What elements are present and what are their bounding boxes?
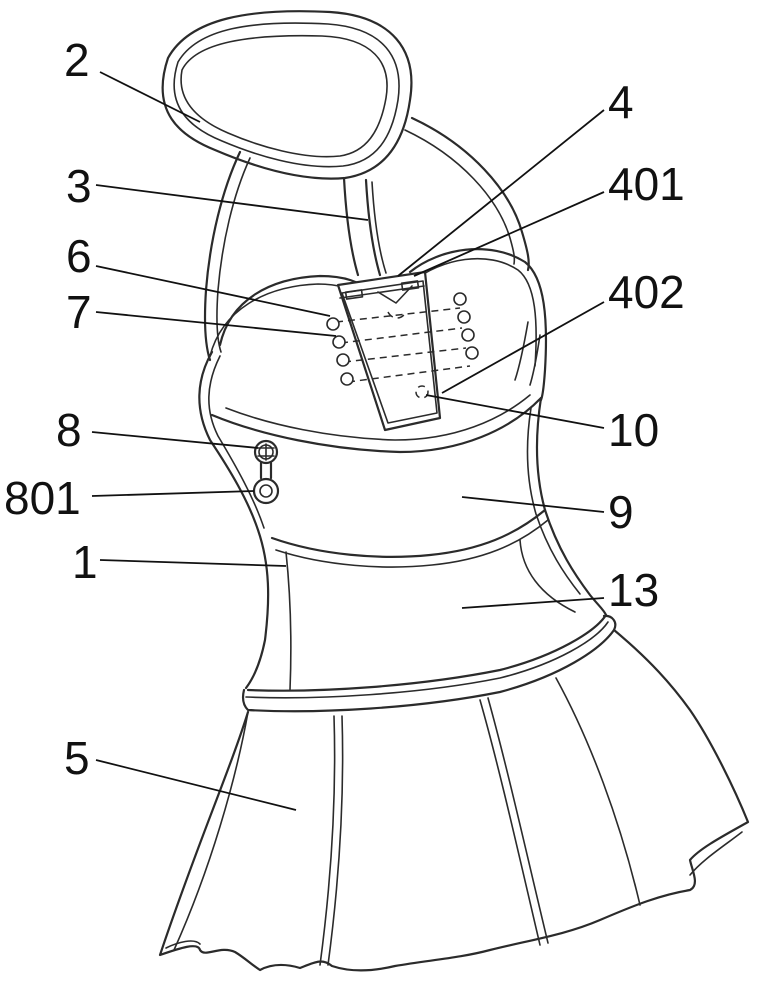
waist-band: [243, 615, 615, 711]
callout-labels: 2 3 4 401 6 7 402 8 10 801 9 1 13 5: [4, 34, 685, 784]
callout-10: 10: [608, 404, 659, 456]
chest-pocket: [336, 272, 470, 430]
callout-7: 7: [66, 286, 92, 338]
callout-402: 402: [608, 266, 685, 318]
neck-pillow: [163, 11, 412, 178]
skirt: [160, 630, 748, 971]
callout-9: 9: [608, 486, 634, 538]
side-control-unit: [254, 441, 278, 503]
callout-6: 6: [66, 230, 92, 282]
callout-401: 401: [608, 158, 685, 210]
callout-801: 801: [4, 472, 81, 524]
callout-3: 3: [66, 160, 92, 212]
callout-5: 5: [64, 732, 90, 784]
callout-8: 8: [56, 404, 82, 456]
callout-4: 4: [608, 76, 634, 128]
left-buttons: [327, 318, 353, 385]
callout-13: 13: [608, 564, 659, 616]
callout-1: 1: [72, 536, 98, 588]
callout-2: 2: [64, 34, 90, 86]
center-strap: [344, 178, 386, 275]
